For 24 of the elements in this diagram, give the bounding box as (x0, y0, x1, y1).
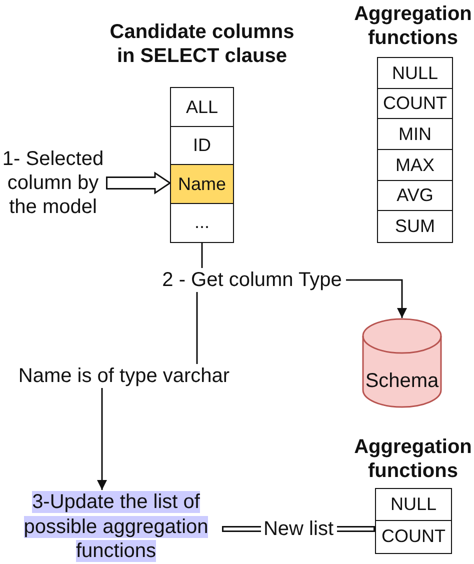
step-label: 1- Selected column by the model (0, 147, 106, 219)
table-cell: ... (170, 202, 234, 242)
table-cell: ID (170, 126, 234, 166)
block-arrow (106, 172, 171, 194)
step-label: 2 - Get column Type (158, 268, 346, 292)
table-cell: NULL (377, 57, 453, 90)
note-text: Name is of type varchar (12, 364, 236, 388)
connector-line (201, 242, 203, 268)
table-cell: NULL (375, 488, 452, 522)
highlighted-cell: Name (170, 164, 234, 204)
table-cell: MIN (377, 118, 453, 150)
node-label: Schema (364, 369, 440, 393)
arrow (97, 388, 107, 490)
table-cell: COUNT (375, 520, 452, 554)
table-cell: COUNT (377, 88, 453, 120)
table-cell: MAX (377, 149, 453, 182)
table-heading: Candidate columns in SELECT clause (108, 20, 296, 68)
table-cell: SUM (377, 210, 453, 242)
table-cell: AVG (377, 180, 453, 212)
table-heading: Aggregation functions (353, 435, 473, 483)
arrow (346, 279, 407, 318)
table-cell: ALL (170, 87, 234, 127)
connector-line (196, 292, 198, 364)
table-heading: Aggregation functions (353, 2, 473, 50)
